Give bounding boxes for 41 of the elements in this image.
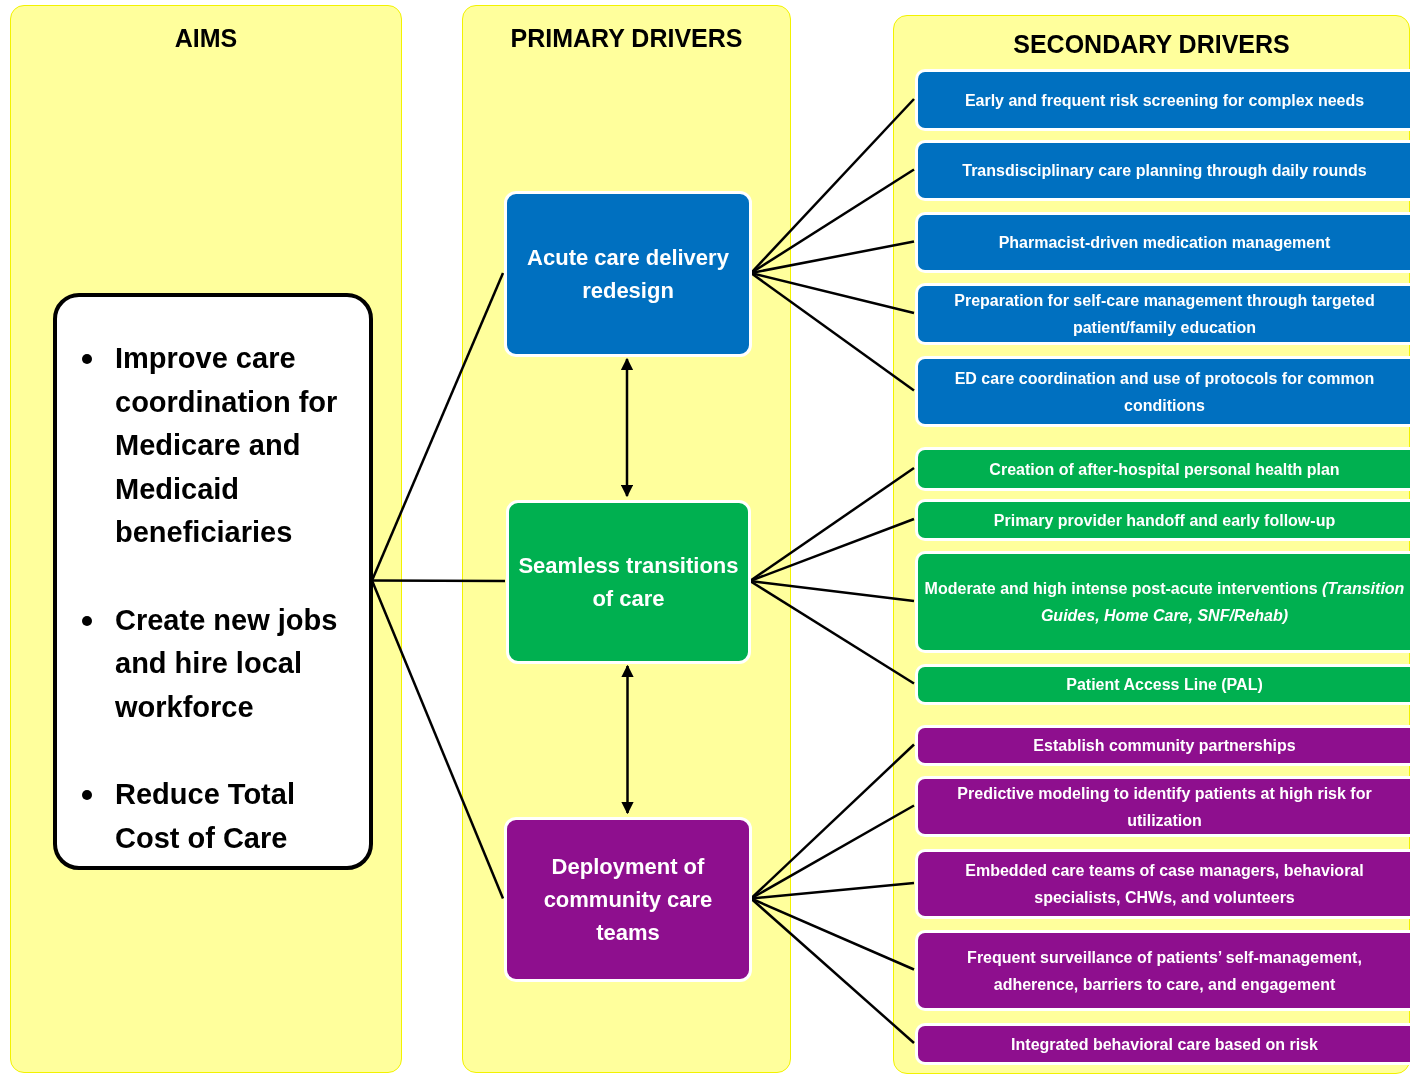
double-arrow [620, 357, 634, 498]
secondary-driver-box: Creation of after-hospital personal health plan [915, 447, 1410, 491]
aim-text: Improve care coordination for Medicare and Medicaid beneficiaries [115, 342, 338, 548]
secondary-driver-box: Patient Access Line (PAL) [915, 664, 1410, 705]
secondary-driver-box: Integrated behavioral care based on risk [915, 1023, 1410, 1065]
connector-line [372, 579, 505, 583]
secondary-driver-box: Pharmacist-driven medication management [915, 212, 1410, 273]
secondary-driver-box: ED care coordination and use of protocols for common conditions [915, 356, 1410, 427]
primary-driver-box: Acute care delivery redesign [504, 191, 752, 357]
connector-line [750, 271, 915, 315]
secondary-driver-box: Preparation for self-care management through targeted patient/family education [915, 283, 1410, 345]
secondary-driver-box: Predictive modeling to identify patients at high risk for utilization [915, 776, 1410, 837]
connector-line [749, 579, 915, 685]
secondary-driver-box: Moderate and high intense post-acute interventions (Transition Guides, Home Care, SNF/Rehab) [915, 551, 1410, 653]
column-panel [462, 5, 791, 1073]
connector-line [750, 272, 915, 392]
connector-line [370, 580, 505, 899]
aim-text: Create new jobs and hire local workforce [115, 603, 338, 723]
column-heading: SECONDARY DRIVERS [1012, 30, 1291, 59]
connector-line [750, 98, 915, 274]
primary-driver-box: Seamless transitions of care [506, 500, 751, 664]
secondary-driver-box: Early and frequent risk screening for complex needs [915, 69, 1410, 131]
double-arrow [621, 664, 634, 815]
secondary-driver-box: Embedded care teams of case managers, behavioral specialists, CHWs, and volunteers [915, 849, 1410, 919]
connector-line [749, 579, 915, 603]
secondary-driver-box: Transdisciplinary care planning through daily rounds [915, 140, 1410, 201]
primary-driver-box: Deployment of community care teams [504, 817, 752, 982]
secondary-driver-box: Primary provider handoff and early follow-up [915, 499, 1410, 541]
connector-line [750, 240, 915, 275]
aims-box [53, 293, 373, 870]
aim-text: Reduce Total Cost of Care [115, 778, 295, 854]
connector-line [750, 897, 915, 1044]
column-heading: AIMS [173, 24, 239, 53]
secondary-driver-box: Establish community partnerships [915, 725, 1410, 766]
column-panel [10, 5, 402, 1073]
connector-line [750, 881, 915, 900]
connector-line [750, 897, 915, 971]
connector-line [370, 272, 505, 581]
secondary-driver-box: Frequent surveillance of patients’ self-management, adherence, barriers to care, and engagement [915, 930, 1410, 1011]
column-panel [893, 15, 1410, 1074]
column-heading: PRIMARY DRIVERS [509, 24, 744, 53]
